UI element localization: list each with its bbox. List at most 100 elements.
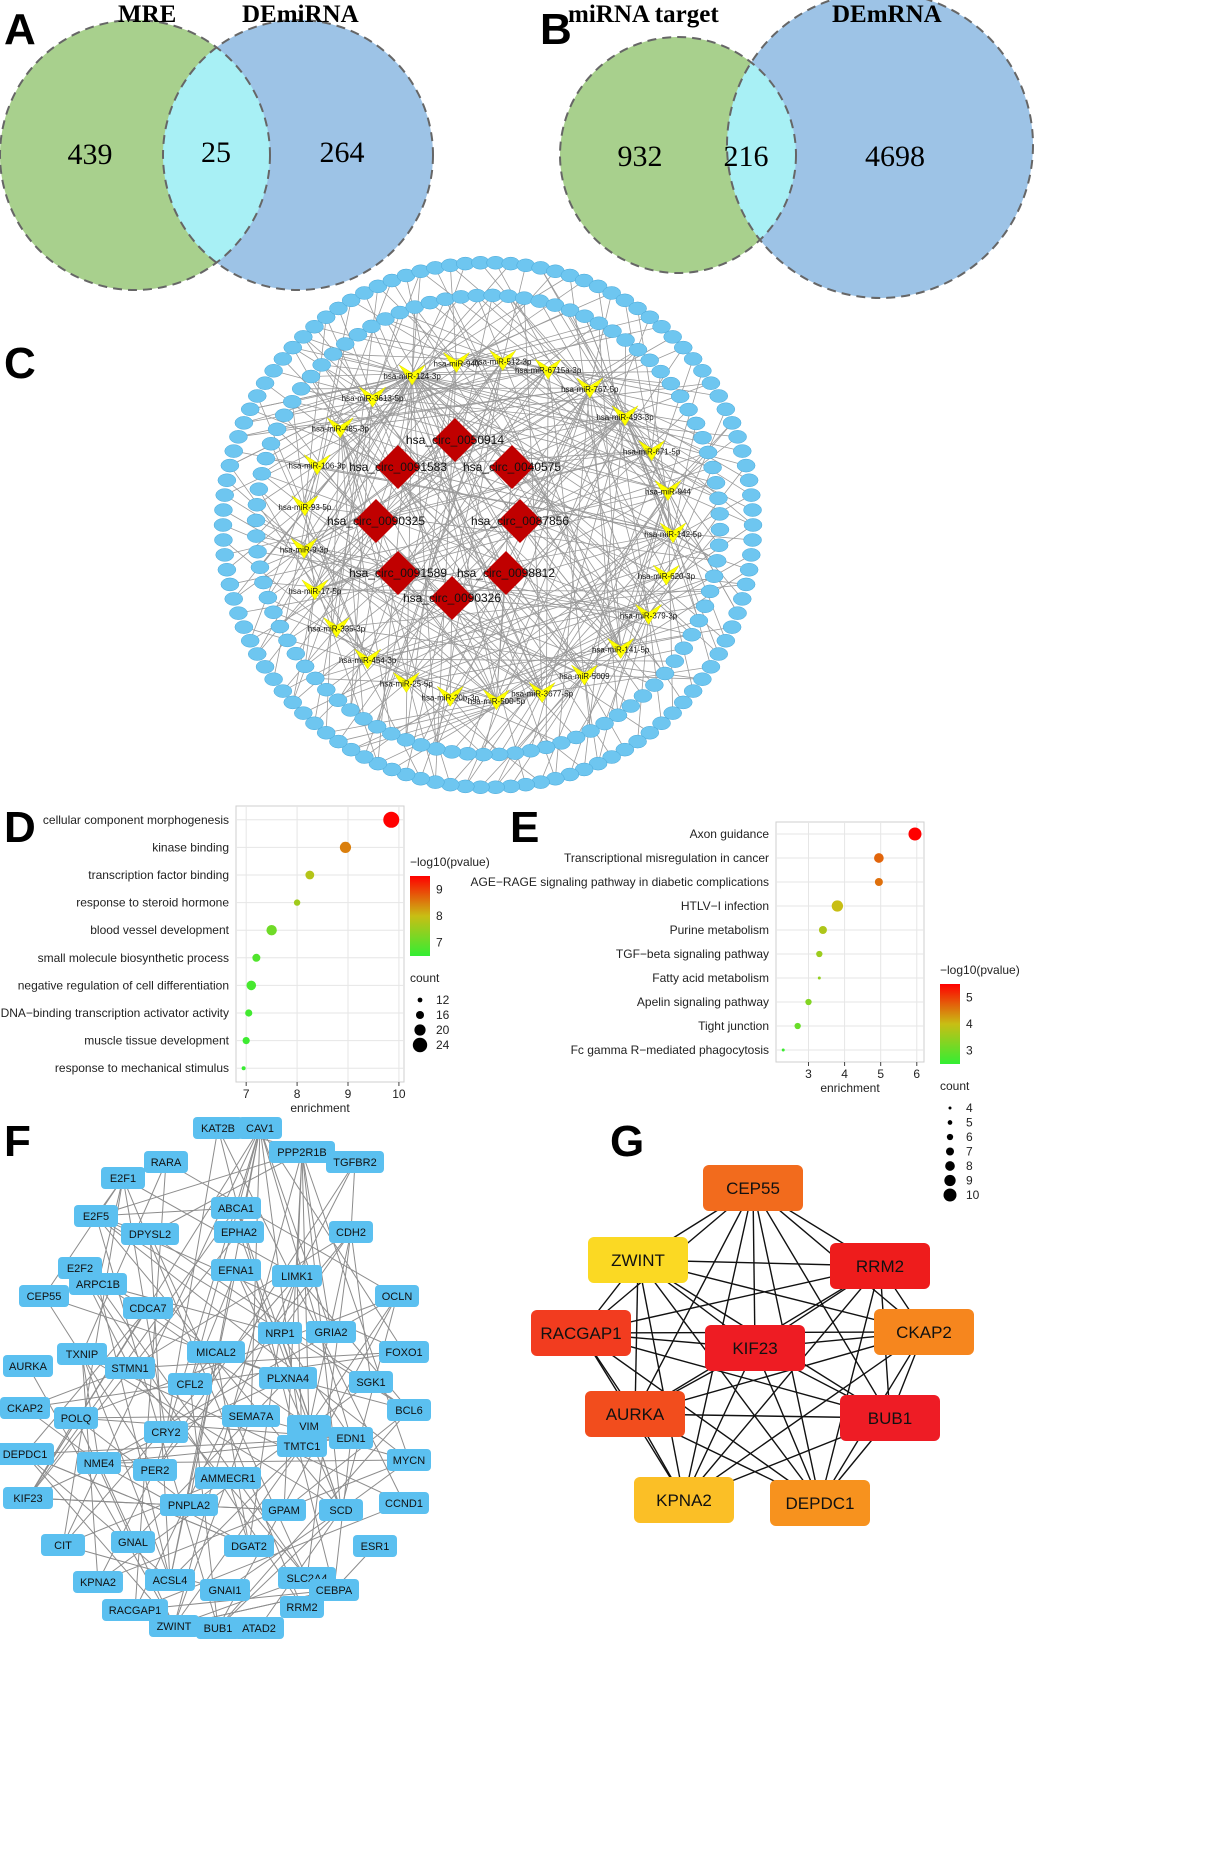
hub-gene-label: KPNA2 (656, 1491, 712, 1510)
gene-node-box (326, 1151, 384, 1173)
data-point (246, 980, 257, 991)
category-label: response to mechanical stimulus (55, 1061, 229, 1075)
size-legend-label: 7 (966, 1145, 973, 1159)
network-c-edge (303, 548, 655, 686)
size-legend-dot (947, 1120, 953, 1125)
gene-node-box (387, 1399, 431, 1421)
mrna-node (701, 376, 721, 390)
category-label: Apelin signaling pathway (637, 995, 769, 1009)
mirna-label: hsa-miR-620-3p (638, 572, 696, 581)
gene-node: AMMECR1 (195, 1467, 261, 1489)
mrna-node (704, 569, 724, 583)
mirna-node (359, 386, 386, 408)
gene-node-label: PER2 (141, 1465, 170, 1477)
mrna-node (335, 337, 355, 351)
color-legend-bar (940, 984, 960, 1064)
mrna-node (733, 592, 752, 606)
network-c-edge (648, 529, 721, 615)
hub-gene-node: DEPDC1 (770, 1480, 870, 1526)
mrna-node (742, 488, 761, 502)
mrna-node (267, 422, 287, 437)
gene-node-box (111, 1531, 155, 1553)
network-c-edges (222, 262, 754, 788)
network-c-edge (367, 572, 507, 660)
gene-node-label: GPAM (268, 1505, 300, 1517)
gene-node-label: RARA (151, 1157, 182, 1169)
mrna-node (608, 708, 628, 723)
mrna-node (382, 762, 402, 777)
mrna-node (215, 548, 234, 562)
data-point (874, 878, 883, 886)
gene-node-label: CAV1 (246, 1123, 274, 1135)
mrna-node (467, 288, 487, 303)
mrna-node (442, 745, 462, 759)
mrna-node (663, 330, 682, 344)
network-c-edge (411, 374, 713, 468)
gene-node-box (0, 1397, 50, 1419)
network-f-edge (62, 1275, 298, 1546)
gene-node-box (309, 1579, 359, 1601)
network-f-edge (24, 1453, 171, 1581)
gene-node-box (222, 1405, 280, 1427)
network-c-edge (519, 387, 591, 522)
mrna-node (282, 395, 302, 409)
gene-node: ATAD2 (234, 1617, 284, 1639)
network-c-edge (259, 415, 626, 568)
gene-node: SCD (319, 1499, 363, 1521)
category-label: cellular component morphogenesis (43, 813, 229, 827)
network-f-edge (81, 1353, 342, 1511)
network-f-edge (95, 1151, 303, 1217)
mrna-node (234, 416, 254, 430)
category-label: Purine metabolism (670, 923, 769, 937)
mirna-node (607, 638, 634, 659)
mrna-node (305, 319, 324, 334)
mrna-node (348, 327, 368, 342)
network-c-edge (350, 614, 649, 751)
network-c-edge (575, 614, 649, 738)
hub-gene-node: CKAP2 (874, 1309, 974, 1355)
network-c-edge (292, 374, 413, 703)
circrna-label: hsa_circ_0040575 (463, 460, 561, 474)
venn-b-left-title: miRNA target (568, 1, 719, 28)
gene-node-label: ATAD2 (242, 1623, 276, 1635)
panel-c: C hsa-miR-512-3phsa-miR-6715a-3phsa-miR-… (4, 256, 763, 794)
gene-node-label: POLQ (61, 1413, 92, 1425)
size-legend-label: 10 (966, 1188, 980, 1202)
data-point (266, 925, 277, 936)
panel-d-label: D (4, 803, 36, 852)
mirna-label: hsa-miR-493-3p (596, 413, 654, 422)
mirna-label: hsa-miR-6715a-3p (515, 366, 582, 375)
x-tick-label: 8 (294, 1087, 301, 1101)
size-legend-dot (414, 1024, 426, 1036)
panel-b: B miRNA target DEmRNA 932 216 4698 (540, 0, 1034, 299)
gene-node: PPP2R1B (269, 1141, 335, 1163)
mrna-node (376, 312, 395, 326)
mirna-node (323, 617, 350, 639)
gene-node: EPHA2 (214, 1221, 264, 1243)
color-legend-tick: 8 (436, 909, 443, 923)
venn-a-overlap-count: 25 (201, 136, 231, 169)
gene-node: TXNIP (57, 1343, 107, 1365)
network-f-edge (235, 1207, 342, 1511)
mrna-node (736, 458, 756, 473)
mrna-node (575, 309, 594, 323)
mrna-node (640, 726, 660, 740)
network-f-edge (43, 1177, 124, 1297)
network-c-edge (496, 317, 651, 700)
gene-node-box (200, 1579, 250, 1601)
mrna-node (686, 416, 706, 431)
size-legend-dot (946, 1133, 954, 1141)
mrna-node (261, 437, 281, 451)
gene-node-box (224, 1535, 274, 1557)
network-c-edge (326, 658, 368, 691)
network-c-edge (505, 572, 585, 676)
venn-b-overlap-count: 216 (724, 140, 769, 173)
network-c-edge (502, 265, 527, 361)
gene-node: GRIA2 (306, 1321, 356, 1343)
mirna-label: hsa-miR-9-3p (280, 545, 329, 554)
gene-node-box (211, 1259, 261, 1281)
mirna-label: hsa-miR-500-5p (468, 697, 526, 706)
gene-node: KAT2B (193, 1117, 243, 1139)
category-label: muscle tissue development (84, 1034, 229, 1048)
gene-node: EFNA1 (211, 1259, 261, 1281)
